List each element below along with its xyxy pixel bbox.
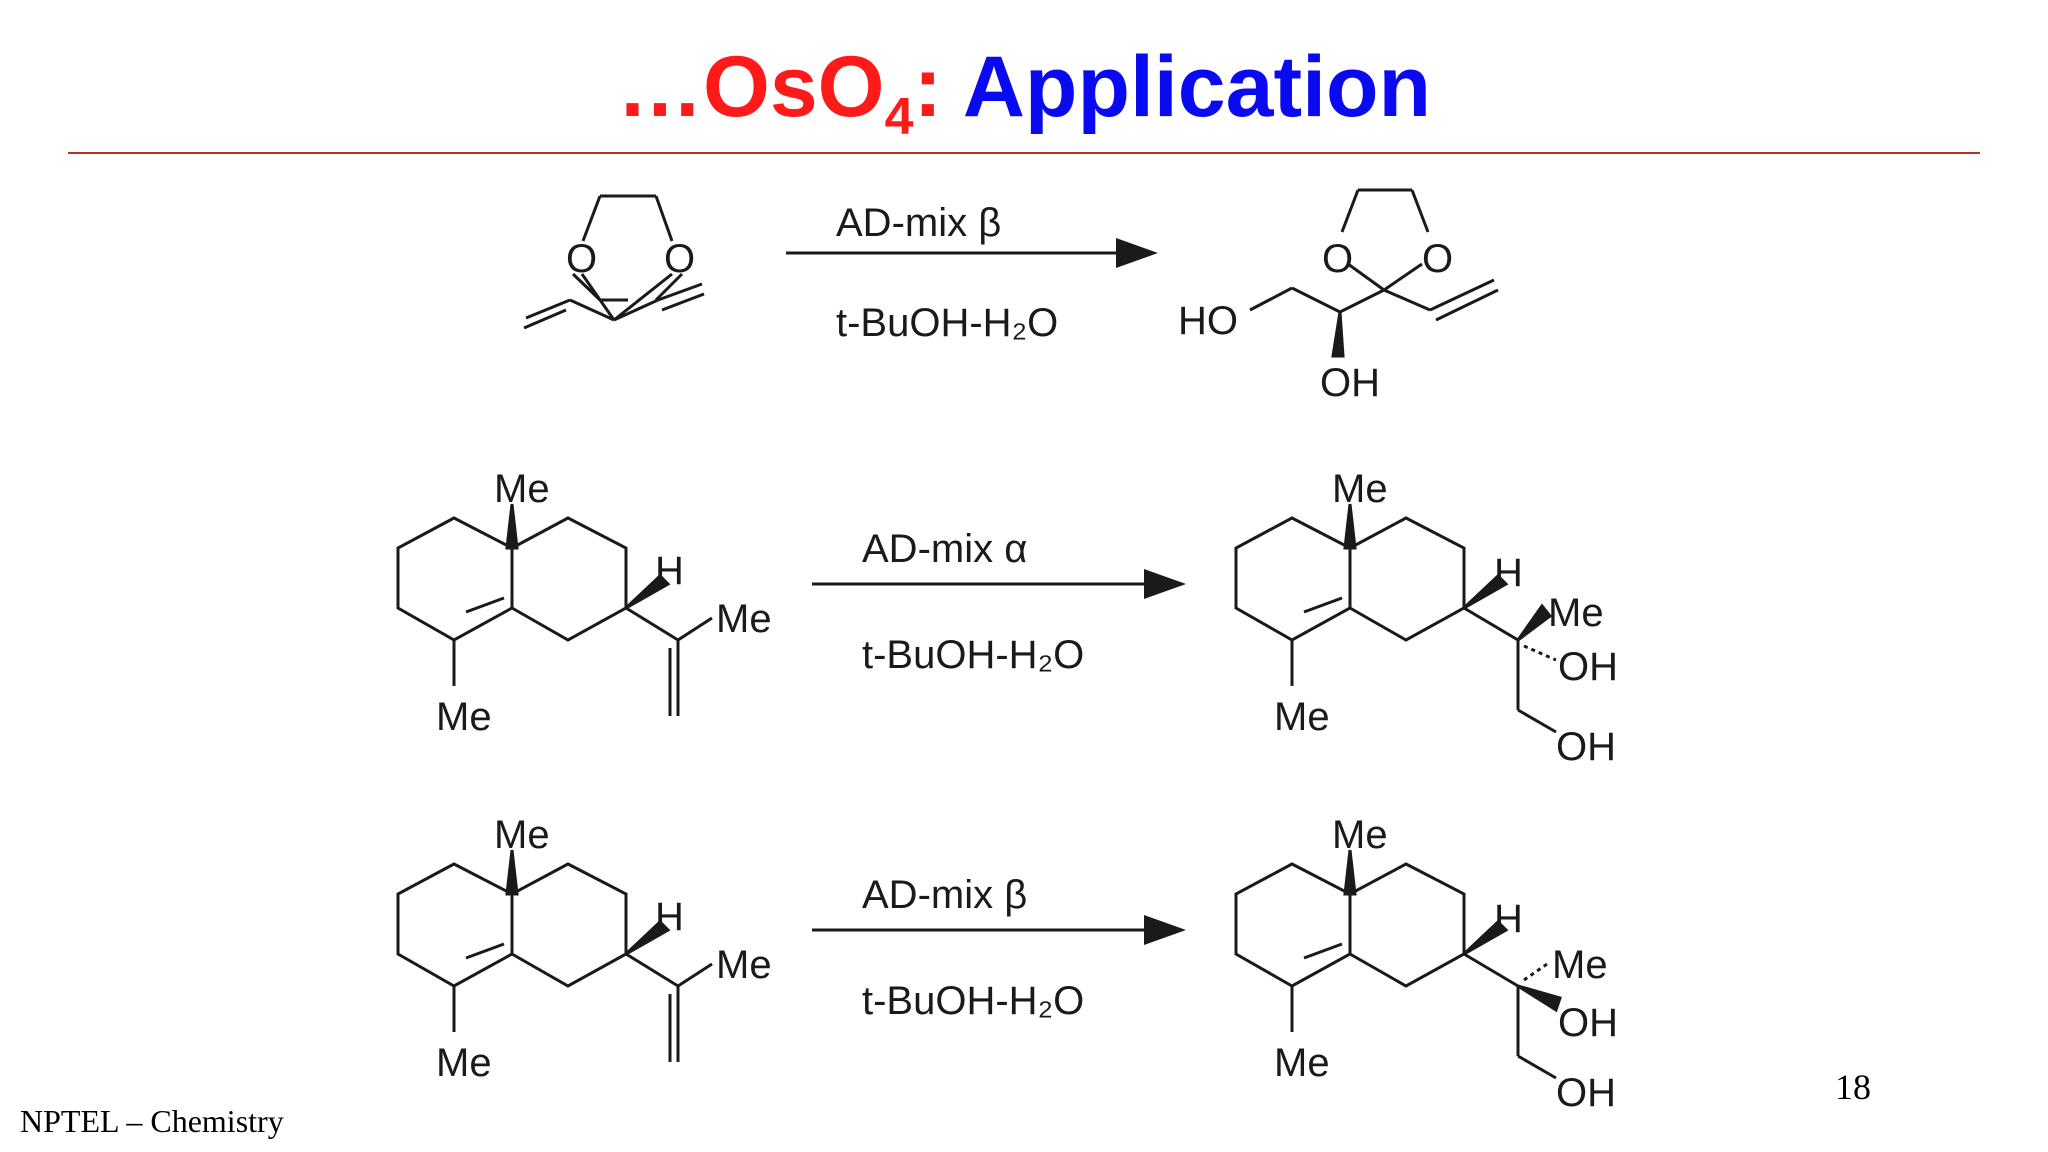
- r3-sm-vinyl-methyl: Me: [436, 1041, 492, 1085]
- reaction-3: Me H Me Me AD-mix β t-BuOH-H₂O Me H Me O…: [396, 813, 1618, 1115]
- r2-sm-isopropenyl-methyl: Me: [716, 597, 772, 641]
- r3-sm-isopropenyl-methyl: Me: [716, 943, 772, 987]
- r3-product-tertiary-oh: OH: [1558, 1001, 1618, 1045]
- r2-sm-hydrogen: H: [655, 549, 684, 593]
- r2-product-angular-methyl: Me: [1332, 467, 1388, 511]
- title-colon: :: [913, 39, 943, 135]
- title-prefix: …OsO: [616, 39, 885, 135]
- reaction-3-reagent: AD-mix β: [862, 873, 1027, 917]
- reaction-3-product: Me H Me OH Me OH: [1234, 813, 1618, 1115]
- r1-product-oxygen-left: O: [1322, 237, 1353, 281]
- title-subscript: 4: [884, 88, 914, 146]
- r1-product-oxygen-right: O: [1422, 237, 1453, 281]
- r3-product-hydrogen: H: [1494, 897, 1523, 941]
- r2-product-vinyl-methyl: Me: [1274, 695, 1330, 739]
- reaction-2-reagent: AD-mix α: [862, 527, 1027, 571]
- r3-product-vinyl-methyl: Me: [1274, 1041, 1330, 1085]
- r2-sm-angular-methyl: Me: [494, 467, 550, 511]
- reaction-2: Me H Me Me AD-mix α t-BuOH-H₂O Me H Me O…: [396, 467, 1618, 769]
- reaction-1-reagent: AD-mix β: [836, 201, 1001, 245]
- r3-sm-angular-methyl: Me: [494, 813, 550, 857]
- reaction-1: O O AD-mix β t-BuOH-H₂O O O HO OH: [523, 188, 1499, 405]
- reaction-2-starting-material: Me H Me Me: [396, 467, 772, 739]
- footer-text: NPTEL – Chemistry: [20, 1103, 284, 1139]
- reaction-1-solvent: t-BuOH-H₂O: [836, 301, 1058, 345]
- r3-sm-hydrogen: H: [655, 895, 684, 939]
- r2-product-tertiary-oh: OH: [1558, 645, 1618, 689]
- r1-product-ho: HO: [1178, 299, 1238, 343]
- r1-sm-oxygen-right: O: [664, 237, 695, 281]
- reaction-2-product: Me H Me OH Me OH: [1234, 467, 1618, 769]
- title-main: Application: [962, 39, 1432, 135]
- r2-sm-vinyl-methyl: Me: [436, 695, 492, 739]
- r1-sm-oxygen-left: O: [566, 237, 597, 281]
- reaction-2-solvent: t-BuOH-H₂O: [862, 633, 1084, 677]
- title-divider: [68, 152, 1980, 154]
- page-number: 18: [1835, 1067, 1871, 1107]
- r2-product-hydrogen: H: [1494, 551, 1523, 595]
- r1-product-oh: OH: [1320, 361, 1380, 405]
- r2-product-methyl: Me: [1548, 591, 1604, 635]
- reaction-1-product: O O HO OH: [1178, 188, 1499, 405]
- r3-product-methyl: Me: [1552, 943, 1608, 987]
- r3-product-angular-methyl: Me: [1332, 813, 1388, 857]
- r3-product-primary-oh: OH: [1556, 1071, 1616, 1115]
- reaction-1-starting-material: O O: [523, 194, 705, 330]
- r2-product-primary-oh: OH: [1556, 725, 1616, 769]
- slide-title: …OsO4: Application: [0, 44, 2048, 143]
- reaction-3-solvent: t-BuOH-H₂O: [862, 979, 1084, 1023]
- reaction-3-starting-material: Me H Me Me: [396, 813, 772, 1085]
